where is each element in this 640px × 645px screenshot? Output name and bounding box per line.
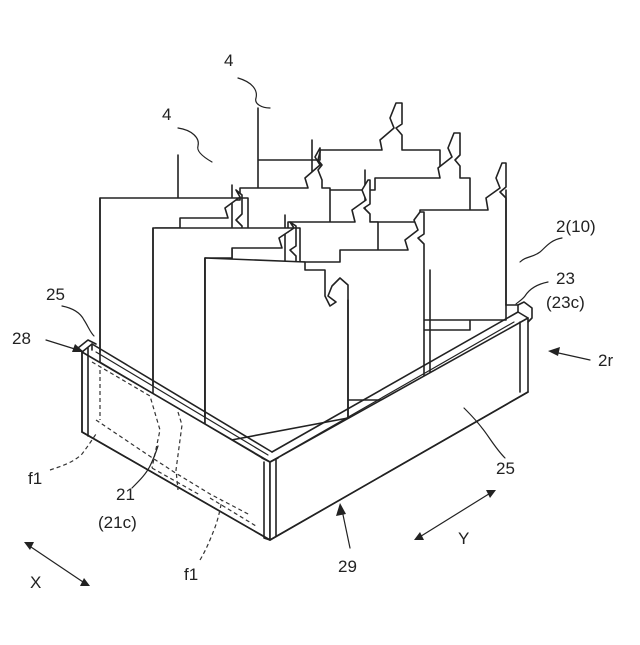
label-wall-right-sub: (23c) xyxy=(546,293,585,312)
label-f1-bottom: f1 xyxy=(184,565,198,584)
label-wall-front-sub: (21c) xyxy=(98,513,137,532)
label-corner-left: 25 xyxy=(46,285,65,304)
label-f1-left: f1 xyxy=(28,469,42,488)
label-wall-front-num: 21 xyxy=(116,485,135,504)
label-corner-28: 28 xyxy=(12,329,31,348)
label-wall-right-num: 23 xyxy=(556,269,575,288)
label-card-top: 4 xyxy=(224,51,233,70)
label-axis-y: Y xyxy=(458,529,469,548)
label-axis-x: X xyxy=(30,573,41,592)
label-front-right-panel: 25 xyxy=(496,459,515,478)
label-bottom-29: 29 xyxy=(338,557,357,576)
label-card-mid: 4 xyxy=(162,105,171,124)
label-view-2r: 2r xyxy=(598,351,613,370)
label-tray: 2(10) xyxy=(556,217,596,236)
